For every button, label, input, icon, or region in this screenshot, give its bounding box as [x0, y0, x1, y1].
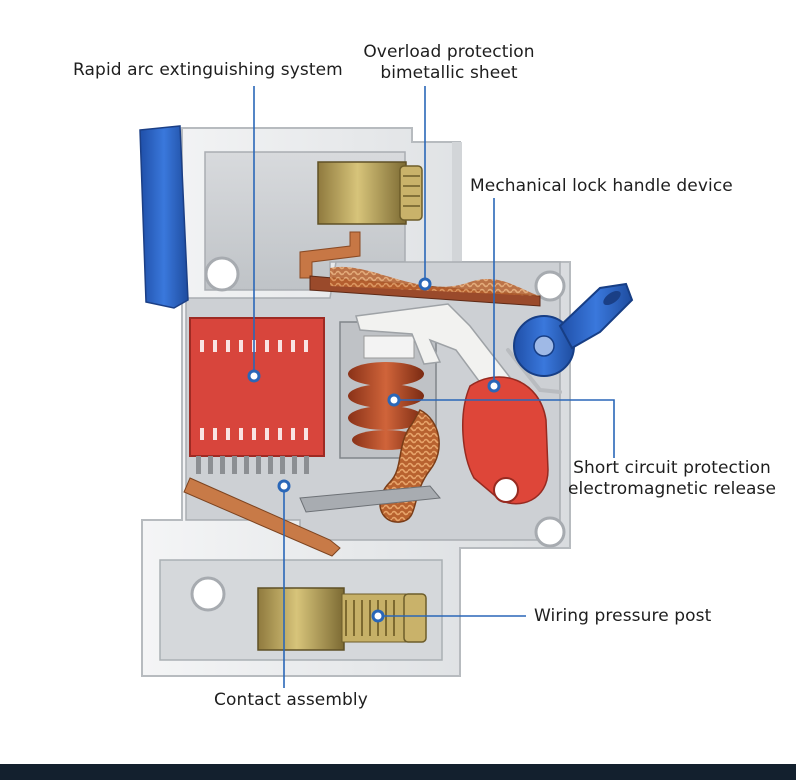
callout-dots — [247, 277, 501, 623]
label-short-circuit-line2: electromagnetic release — [567, 479, 777, 499]
label-mechanical-lock: Mechanical lock handle device — [470, 176, 733, 196]
bottom-terminal — [257, 587, 427, 651]
label-bimetallic-line1: Overload protection — [363, 42, 535, 62]
arc-chute — [189, 317, 325, 474]
bimetallic-sheet — [309, 266, 541, 307]
label-short-circuit-line1: Short circuit protection — [573, 458, 771, 478]
label-bimetallic: Overload protection bimetallic sheet — [356, 42, 542, 84]
label-bimetallic-line2: bimetallic sheet — [380, 63, 518, 83]
operating-handle — [513, 282, 634, 377]
leader-lines — [253, 86, 615, 688]
label-wiring-post: Wiring pressure post — [534, 606, 712, 626]
din-clip — [139, 125, 189, 309]
label-arc-extinguishing: Rapid arc extinguishing system — [73, 60, 343, 80]
mounting-holes — [190, 256, 566, 612]
arc-runner — [183, 477, 341, 557]
handle-cam — [462, 376, 549, 505]
bottom-bar — [0, 764, 796, 780]
contact-lever — [299, 485, 441, 513]
copper-strip-top — [299, 231, 361, 279]
top-terminal — [317, 161, 423, 225]
label-contact-assembly: Contact assembly — [214, 690, 368, 710]
label-short-circuit: Short circuit protection electromagnetic… — [564, 458, 780, 500]
